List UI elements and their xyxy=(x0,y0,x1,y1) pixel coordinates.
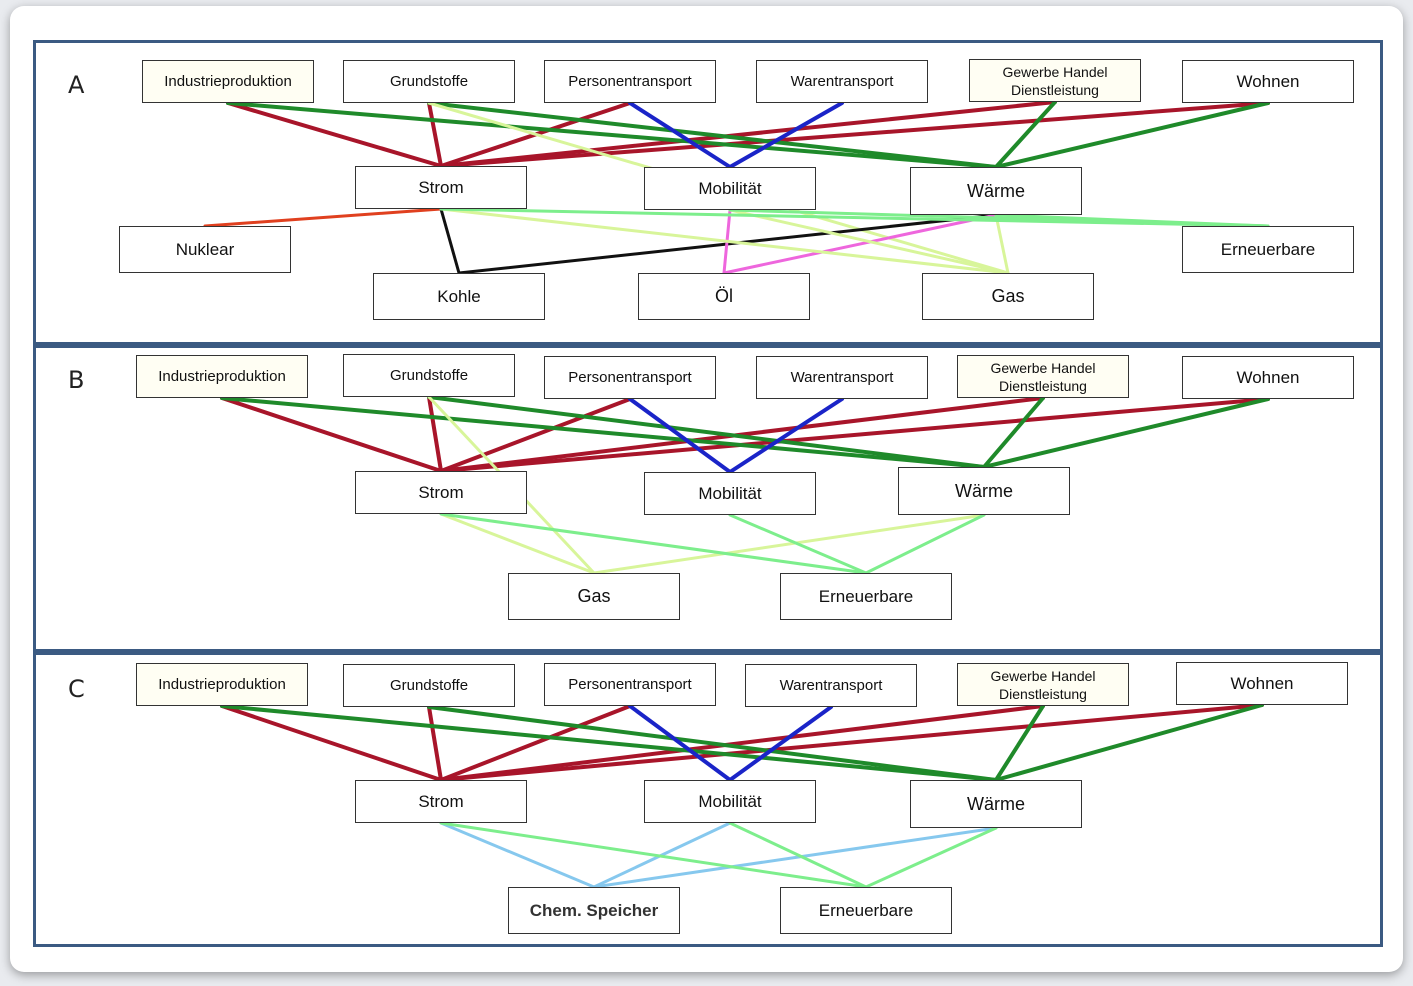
node-gewerbe-handel-dienstleistung: Gewerbe Handel Dienstleistung xyxy=(969,59,1141,102)
panel-a-letter: A xyxy=(68,71,85,99)
panel-b-letter: B xyxy=(68,366,85,394)
node-grundstoffe: Grundstoffe xyxy=(343,664,515,707)
edge-personen-mobilitaet xyxy=(628,704,732,782)
edge-gewerbe-strom xyxy=(439,100,1057,168)
edge-strom-chem xyxy=(439,821,596,889)
node-personentransport: Personentransport xyxy=(544,60,716,103)
edge-waren-mobilitaet xyxy=(728,397,844,474)
edge-grundstoffe-strom xyxy=(427,705,443,782)
node-warentransport: Warentransport xyxy=(756,60,928,103)
edge-industrie-waerme xyxy=(220,704,998,782)
node-kohle: Kohle xyxy=(373,273,545,320)
edge-waerme-gas xyxy=(994,213,1010,275)
node-waerme: Wärme xyxy=(898,467,1070,515)
edge-waerme-erneuerbare xyxy=(864,513,986,575)
panel-a-canvas: A Industrieproduktion Grundstoffe Person… xyxy=(36,43,1380,342)
node-industrieproduktion: Industrieproduktion xyxy=(136,355,308,398)
edge-gewerbe-strom xyxy=(439,704,1045,782)
edge-mobilitaet-gas xyxy=(728,208,1010,275)
node-wohnen: Wohnen xyxy=(1182,60,1354,103)
edge-industrie-waerme xyxy=(220,396,986,469)
node-grundstoffe: Grundstoffe xyxy=(343,354,515,397)
panel-a: A Industrieproduktion Grundstoffe Person… xyxy=(33,40,1383,345)
edge-industrie-strom xyxy=(226,101,443,168)
edge-wohnen-strom xyxy=(439,101,1270,168)
node-grundstoffe: Grundstoffe xyxy=(343,60,515,103)
edge-strom-erneuerbare xyxy=(439,821,868,889)
edge-waerme-erneuerbare xyxy=(864,826,998,889)
panel-c-canvas: C Industrieproduktion Grundstoffe Person… xyxy=(36,655,1380,944)
edge-waren-mobilitaet xyxy=(728,705,833,782)
edge-wohnen-waerme xyxy=(994,703,1264,782)
node-gas: Gas xyxy=(508,573,680,620)
node-strom: Strom xyxy=(355,166,527,209)
edge-waerme-erneuerbare xyxy=(994,213,1270,228)
edge-strom-kohle xyxy=(439,207,461,275)
panel-c-letter: C xyxy=(68,675,85,703)
edge-wohnen-waerme xyxy=(982,397,1270,469)
panel-a-edges xyxy=(203,100,1270,275)
edge-waerme-chem xyxy=(592,826,998,889)
node-industrieproduktion: Industrieproduktion xyxy=(136,663,308,706)
edge-personen-mobilitaet xyxy=(628,397,732,474)
node-waerme: Wärme xyxy=(910,780,1082,828)
edge-personen-strom xyxy=(439,397,632,473)
node-gewerbe-handel-dienstleistung: Gewerbe Handel Dienstleistung xyxy=(957,663,1129,706)
node-wohnen: Wohnen xyxy=(1176,662,1348,705)
edge-waren-mobilitaet xyxy=(728,101,844,169)
node-mobilitaet: Mobilität xyxy=(644,472,816,515)
edge-strom-erneuerbare xyxy=(439,512,868,575)
node-personentransport: Personentransport xyxy=(544,356,716,399)
node-waerme: Wärme xyxy=(910,167,1082,215)
edge-strom-gas xyxy=(439,207,1010,275)
node-mobilitaet: Mobilität xyxy=(644,780,816,823)
node-wohnen: Wohnen xyxy=(1182,356,1354,399)
edge-wohnen-strom xyxy=(439,397,1270,473)
node-gas: Gas xyxy=(922,273,1094,320)
edge-grundstoffe-strom xyxy=(427,395,443,473)
edge-industrie-waerme xyxy=(226,101,998,169)
edge-strom-nuklear xyxy=(203,207,443,228)
edge-gewerbe-waerme xyxy=(994,100,1057,169)
edge-wohnen-waerme xyxy=(994,101,1270,169)
edge-strom-gas xyxy=(439,512,596,575)
edge-personen-mobilitaet xyxy=(628,101,732,169)
node-warentransport: Warentransport xyxy=(745,664,917,707)
node-erneuerbare: Erneuerbare xyxy=(780,887,952,934)
edge-grundstoffe-waerme xyxy=(427,705,998,782)
node-gewerbe-handel-dienstleistung: Gewerbe Handel Dienstleistung xyxy=(957,355,1129,398)
panel-b-canvas: B Industrieproduktion Grundstoffe Person… xyxy=(36,348,1380,649)
node-warentransport: Warentransport xyxy=(756,356,928,399)
node-nuklear: Nuklear xyxy=(119,226,291,273)
node-mobilitaet: Mobilität xyxy=(644,167,816,210)
edge-mobilitaet-erneuerbare xyxy=(728,821,868,889)
edge-industrie-strom xyxy=(220,704,443,782)
edge-industrie-strom xyxy=(220,396,443,473)
edge-grundstoffe-strom xyxy=(427,101,443,168)
edge-gewerbe-waerme xyxy=(994,704,1045,782)
node-industrieproduktion: Industrieproduktion xyxy=(142,60,314,103)
panel-b: B Industrieproduktion Grundstoffe Person… xyxy=(33,345,1383,652)
node-oel: Öl xyxy=(638,273,810,320)
edge-waerme-oel xyxy=(722,213,998,275)
node-erneuerbare: Erneuerbare xyxy=(780,573,952,620)
edge-wohnen-strom xyxy=(439,703,1264,782)
edge-gewerbe-waerme xyxy=(982,396,1045,469)
panel-c: C Industrieproduktion Grundstoffe Person… xyxy=(33,652,1383,947)
node-strom: Strom xyxy=(355,780,527,823)
panel-c-edges xyxy=(220,703,1264,889)
edge-waerme-gas xyxy=(592,513,986,575)
panel-b-edges xyxy=(220,395,1270,575)
node-personentransport: Personentransport xyxy=(544,663,716,706)
edge-grundstoffe-waerme xyxy=(427,101,998,169)
node-erneuerbare: Erneuerbare xyxy=(1182,226,1354,273)
edge-personen-strom xyxy=(439,704,632,782)
node-strom: Strom xyxy=(355,471,527,514)
edge-mobilitaet-erneuerbare xyxy=(728,513,868,575)
edge-grundstoffe-waerme xyxy=(427,395,986,469)
node-chem-speicher: Chem. Speicher xyxy=(508,887,680,934)
